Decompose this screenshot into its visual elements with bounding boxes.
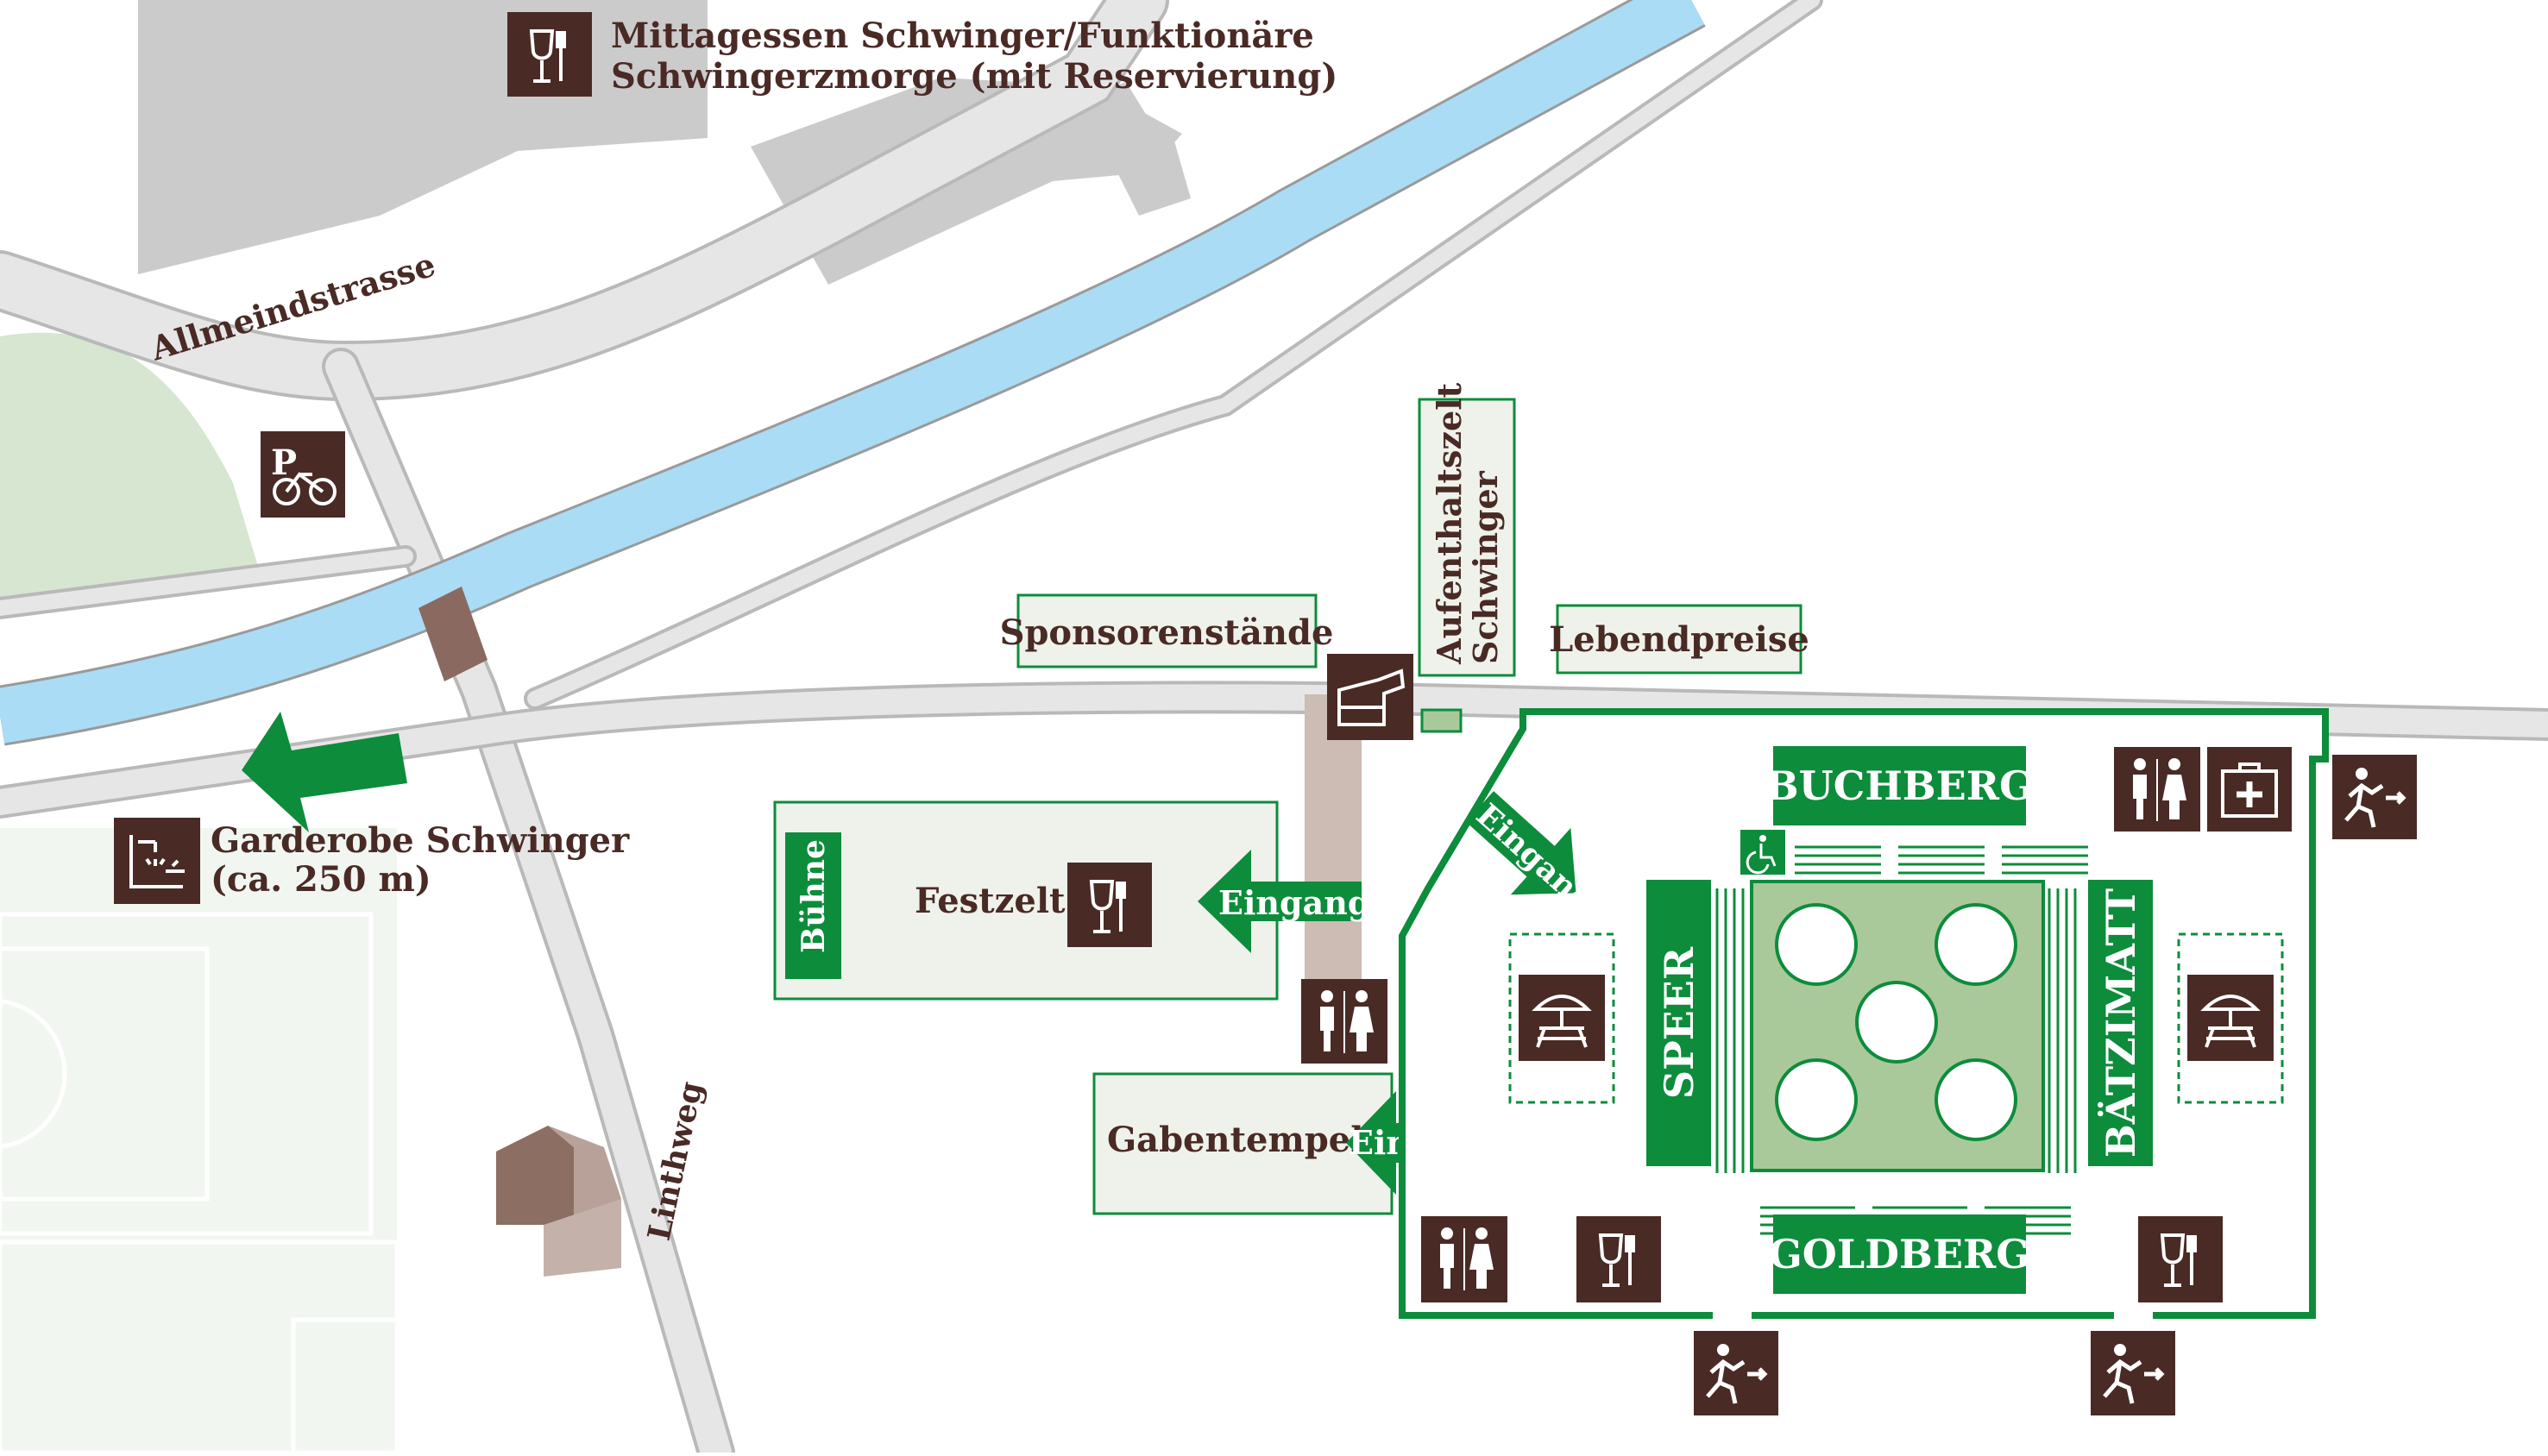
- sponsoren-box: [1016, 593, 1318, 668]
- lebendpreise-box: [1556, 604, 1802, 675]
- sports-field-area: [0, 828, 397, 1453]
- restaurant-icon: [2138, 1216, 2223, 1302]
- buehne-box: [785, 832, 841, 979]
- direction-arrow-garderobe: [242, 712, 407, 832]
- entrance-arrow-festzelt: [1198, 850, 1362, 953]
- bicycle-parking-icon: P: [261, 431, 345, 518]
- goldberg-label: GOLDBERG: [1768, 1231, 2029, 1277]
- toilet-icon: [1301, 979, 1387, 1064]
- picnic-area-right: [2177, 932, 2284, 1104]
- ticket-icon: [1327, 654, 1413, 740]
- stands: [1715, 845, 2088, 1235]
- toilet-icon: [2114, 747, 2200, 832]
- speer-box: [1646, 880, 1711, 1166]
- speer-label: SPEER: [1656, 946, 1702, 1099]
- aufenthaltszelt-label-line2: Schwinger: [1466, 470, 1505, 664]
- sponsoren-label: Sponsorenstände: [1000, 612, 1334, 653]
- garderobe-label-line2: (ca. 250 m): [211, 859, 431, 900]
- restaurant-label-line2: Schwingerzmorge (mit Reservierung): [611, 56, 1337, 97]
- buchberg-box: [1773, 746, 2026, 825]
- svg-text:P: P: [271, 442, 297, 483]
- baetzimatt-box: [2088, 880, 2153, 1166]
- bridge: [418, 587, 488, 681]
- festzelt-label: Festzelt: [915, 881, 1066, 921]
- picnic-area-left: [1508, 932, 1615, 1104]
- restaurant-label-line1: Mittagessen Schwinger/Funktionäre: [611, 16, 1314, 56]
- emergency-exit-icon: [2091, 1331, 2175, 1415]
- footpath: [1305, 694, 1362, 996]
- wrestling-rings: [1775, 903, 2017, 1141]
- festzelt-box: [773, 800, 1279, 1001]
- goldberg-box: [1773, 1214, 2026, 1294]
- garderobe-label-line1: Garderobe Schwinger: [211, 820, 630, 861]
- grass-area: [0, 332, 259, 604]
- wheelchair-icon: [1740, 830, 1785, 875]
- toilet-icon: [1421, 1216, 1507, 1302]
- entrance-label-festzelt: Eingang: [1218, 883, 1370, 922]
- buchberg-label: BUCHBERG: [1765, 763, 2034, 809]
- emergency-exit-icon: [1694, 1331, 1778, 1415]
- restaurant-icon: [1576, 1216, 1661, 1302]
- restaurant-icon: [1067, 863, 1152, 947]
- gabentempel-box: [1092, 1072, 1394, 1215]
- first-aid-icon: [2207, 747, 2292, 832]
- baetzimatt-label: BÄTZIMATT: [2097, 888, 2144, 1158]
- picnic-icon: [1519, 975, 1605, 1061]
- small-marker: [1420, 708, 1463, 733]
- picnic-icon: [2187, 975, 2274, 1061]
- gabentempel-label: Gabentempel: [1107, 1120, 1363, 1160]
- aufenthaltszelt-box: [1418, 398, 1516, 677]
- emergency-exit-icon: [2332, 755, 2417, 839]
- shower-icon: [114, 818, 200, 904]
- house-brown: [496, 1126, 621, 1277]
- lebendpreise-label: Lebendpreise: [1549, 619, 1809, 660]
- buehne-label: Bühne: [796, 839, 832, 953]
- restaurant-icon: [507, 12, 592, 97]
- aufenthaltszelt-label-line1: Aufenthaltszelt: [1430, 382, 1469, 665]
